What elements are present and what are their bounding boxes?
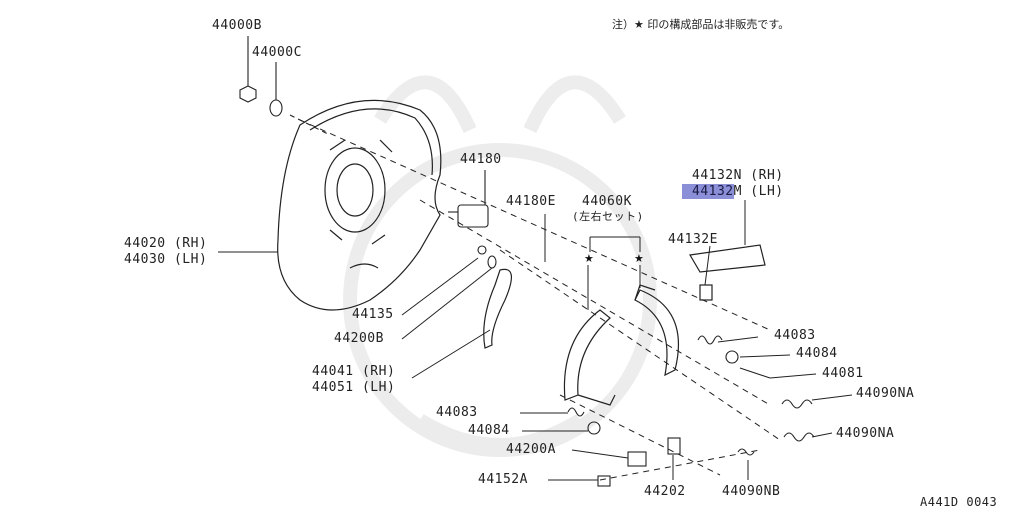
part-label-44200b[interactable]: 44200B: [334, 331, 384, 346]
nut-washer: [239, 36, 331, 136]
wheel-cylinder: [448, 170, 497, 269]
part-label-44202[interactable]: 44202: [644, 484, 686, 499]
part-label-44132n[interactable]: 44132N (RH): [692, 168, 784, 183]
non-sale-note: 注）★ 印の構成部品は非販売です。: [612, 18, 790, 31]
diagram-code: A441D 0043: [920, 495, 998, 509]
part-label-44041[interactable]: 44041 (RH): [312, 364, 396, 379]
watermark-emblem: [343, 75, 657, 457]
part-label-44132m[interactable]: 44132M (LH): [682, 184, 784, 200]
part-label-44152a[interactable]: 44152A: [478, 472, 528, 487]
part-label-44000c[interactable]: 44000C: [252, 45, 302, 60]
part-label-44090nb[interactable]: 44090NB: [722, 484, 781, 499]
part-label-44132e[interactable]: 44132E: [668, 232, 718, 247]
star-marker-left: ★: [584, 252, 594, 265]
star-marker-right: ★: [634, 252, 644, 265]
part-label-44090na-1[interactable]: 44090NA: [856, 386, 915, 401]
part-label-44083-left[interactable]: 44083: [436, 405, 478, 420]
backing-plate: [277, 99, 442, 311]
part-label-44051[interactable]: 44051 (LH): [312, 380, 396, 395]
highlight-44132: 44132: [682, 184, 734, 199]
part-label-44060k[interactable]: 44060K: [582, 194, 632, 209]
part-label-44132m-suffix: M (LH): [733, 184, 784, 199]
guide-lines: [299, 119, 781, 481]
part-label-44084-left[interactable]: 44084: [468, 423, 510, 438]
part-label-44030[interactable]: 44030 (LH): [124, 252, 208, 267]
part-label-44084-right[interactable]: 44084: [796, 346, 838, 361]
part-label-44000b[interactable]: 44000B: [212, 18, 262, 33]
leader-lines: [218, 200, 853, 481]
brake-shoes: [483, 244, 766, 406]
part-label-44090na-2[interactable]: 44090NA: [836, 426, 895, 441]
springs-pins: [567, 335, 815, 487]
part-label-44180e[interactable]: 44180E: [506, 194, 556, 209]
part-label-44200a[interactable]: 44200A: [506, 442, 556, 457]
part-label-44083-right[interactable]: 44083: [774, 328, 816, 343]
part-label-44060k-set: (左右セット): [572, 210, 644, 223]
part-label-44020[interactable]: 44020 (RH): [124, 236, 208, 251]
part-label-44135[interactable]: 44135: [352, 307, 394, 322]
part-label-44081[interactable]: 44081: [822, 366, 864, 381]
part-label-44180[interactable]: 44180: [460, 152, 502, 167]
